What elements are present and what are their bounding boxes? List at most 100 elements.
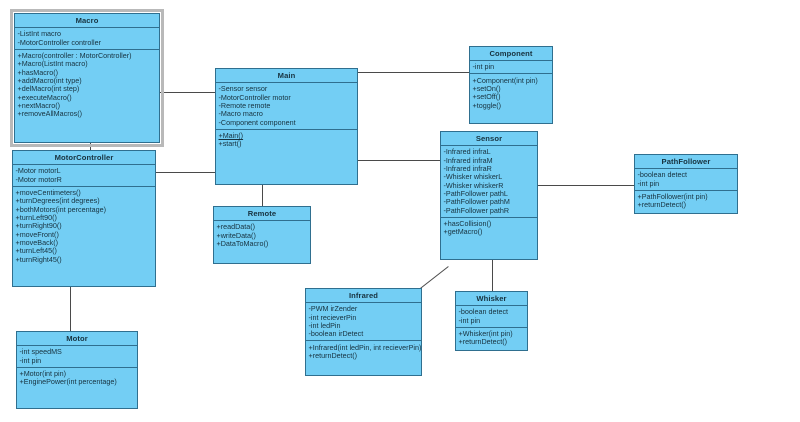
class-title-macro: Macro bbox=[15, 14, 159, 28]
operation-row: +Whisker(int pin) bbox=[458, 329, 513, 339]
class-box-sensor[interactable]: Sensor -Infrared infraL -Infrared infraM… bbox=[440, 131, 538, 260]
class-attributes-infrared: -PWM irZender -int recieverPin -int ledP… bbox=[306, 303, 421, 342]
class-title-infrared: Infrared bbox=[306, 289, 421, 303]
operation-row: +toggle() bbox=[472, 100, 502, 110]
attribute-row: -Motor motorR bbox=[15, 174, 62, 184]
attribute-row: -Sensor sensor bbox=[218, 84, 268, 94]
attribute-row: -int pin bbox=[637, 178, 660, 188]
attribute-row: -Remote remote bbox=[218, 101, 271, 111]
class-attributes-pathfollower: -boolean detect -int pin bbox=[635, 169, 737, 191]
operation-row: +delMacro(int step) bbox=[17, 84, 80, 94]
class-operations-pathfollower: +PathFollower(int pin) +returnDetect() bbox=[635, 191, 737, 212]
attribute-row: -MotorController motor bbox=[218, 92, 291, 102]
operation-row: +moveFront() bbox=[15, 229, 59, 239]
class-attributes-motor: -int speedMS -int pin bbox=[17, 346, 137, 368]
attribute-row: -int speedMS bbox=[19, 347, 62, 357]
class-title-remote: Remote bbox=[214, 207, 310, 221]
attribute-row: -Macro macro bbox=[218, 109, 263, 119]
class-box-whisker[interactable]: Whisker -boolean detect -int pin +Whiske… bbox=[455, 291, 528, 351]
operation-row: +start() bbox=[218, 139, 242, 149]
operation-row: +setOff() bbox=[472, 92, 501, 102]
class-operations-remote: +readData() +writeData() +DataToMacro() bbox=[214, 221, 310, 250]
operation-row: +nextMacro() bbox=[17, 101, 61, 111]
class-attributes-macro: -ListInt macro -MotorController controll… bbox=[15, 28, 159, 50]
class-operations-main: +Main() +start() bbox=[216, 130, 357, 151]
class-operations-sensor: +hasCollision() +getMacro() bbox=[441, 218, 537, 239]
attribute-row: -int pin bbox=[458, 315, 481, 325]
operation-row: +addMacro(int type) bbox=[17, 76, 82, 86]
operation-row: +DataToMacro() bbox=[216, 239, 269, 249]
operation-row: +Macro(ListInt macro) bbox=[17, 59, 88, 69]
attribute-row: -PathFollower pathR bbox=[443, 205, 510, 215]
class-operations-motorcontroller: +moveCentimeters() +turnDegrees(int degr… bbox=[13, 187, 155, 266]
class-box-pathfollower[interactable]: PathFollower -boolean detect -int pin +P… bbox=[634, 154, 738, 214]
class-attributes-motorcontroller: -Motor motorL -Motor motorR bbox=[13, 165, 155, 187]
class-operations-component: +Component(int pin) +setOn() +setOff() +… bbox=[470, 74, 552, 111]
operation-row: +writeData() bbox=[216, 230, 256, 240]
operation-row: +hasCollision() bbox=[443, 219, 492, 229]
attribute-row: -Infrared infraR bbox=[443, 164, 492, 174]
class-title-motorcontroller: MotorController bbox=[13, 151, 155, 165]
class-title-sensor: Sensor bbox=[441, 132, 537, 146]
operation-row: +turnDegrees(int degrees) bbox=[15, 196, 100, 206]
operation-row: +turnRight45() bbox=[15, 254, 62, 264]
class-title-pathfollower: PathFollower bbox=[635, 155, 737, 169]
attribute-row: -Component component bbox=[218, 117, 296, 127]
attribute-row: -PathFollower pathL bbox=[443, 189, 508, 199]
operation-row: +EnginePower(int percentage) bbox=[19, 377, 117, 387]
class-operations-motor: +Motor(int pin) +EnginePower(int percent… bbox=[17, 368, 137, 389]
class-title-whisker: Whisker bbox=[456, 292, 527, 306]
class-title-component: Component bbox=[470, 47, 552, 61]
link-main-component bbox=[358, 72, 470, 73]
class-box-component[interactable]: Component -int pin +Component(int pin) +… bbox=[469, 46, 553, 124]
operation-row: +Infrared(int ledPin, int recieverPin) bbox=[308, 342, 422, 352]
operation-row: +returnDetect() bbox=[637, 200, 687, 210]
class-box-motorcontroller[interactable]: MotorController -Motor motorL -Motor mot… bbox=[12, 150, 156, 287]
attribute-row: -MotorController controller bbox=[17, 37, 101, 47]
class-operations-macro: +Macro(controller : MotorController) +Ma… bbox=[15, 50, 159, 121]
operation-row: +executeMacro() bbox=[17, 92, 72, 102]
operation-row: +setOn() bbox=[472, 84, 501, 94]
attribute-row: -int recieverPin bbox=[308, 312, 357, 322]
class-title-motor: Motor bbox=[17, 332, 137, 346]
link-main-remote bbox=[262, 185, 263, 207]
link-motorcontroller-motor bbox=[70, 287, 71, 332]
operation-row: +turnRight90() bbox=[15, 221, 62, 231]
attribute-row: -ListInt macro bbox=[17, 29, 62, 39]
operation-row: +getMacro() bbox=[443, 227, 483, 237]
attribute-row: -int pin bbox=[472, 62, 495, 72]
class-operations-infrared: +Infrared(int ledPin, int recieverPin) +… bbox=[306, 341, 422, 362]
attribute-row: -boolean detect bbox=[637, 170, 688, 180]
operation-row: +moveCentimeters() bbox=[15, 188, 81, 198]
operation-row: +moveBack() bbox=[15, 238, 59, 248]
operation-row: +Macro(controller : MotorController) bbox=[17, 51, 132, 61]
class-attributes-whisker: -boolean detect -int pin bbox=[456, 306, 527, 328]
attribute-row: -boolean detect bbox=[458, 307, 509, 317]
class-box-main[interactable]: Main -Sensor sensor -MotorController mot… bbox=[215, 68, 358, 185]
operation-row: +Component(int pin) bbox=[472, 75, 538, 85]
link-motorcontroller-main bbox=[156, 172, 215, 173]
operation-row: +readData() bbox=[216, 222, 256, 232]
operation-row: +Motor(int pin) bbox=[19, 369, 67, 379]
attribute-row: -Infrared infraM bbox=[443, 155, 493, 165]
attribute-row: -int pin bbox=[19, 355, 42, 365]
attribute-row: -Whisker whiskerR bbox=[443, 180, 504, 190]
class-attributes-sensor: -Infrared infraL -Infrared infraM -Infra… bbox=[441, 146, 537, 218]
operation-row: +PathFollower(int pin) bbox=[637, 192, 708, 202]
link-sensor-whisker bbox=[492, 260, 493, 291]
class-box-macro[interactable]: Macro -ListInt macro -MotorController co… bbox=[10, 9, 164, 147]
class-box-infrared[interactable]: Infrared -PWM irZender -int recieverPin … bbox=[305, 288, 422, 376]
class-attributes-component: -int pin bbox=[470, 61, 552, 75]
attribute-row: -int ledPin bbox=[308, 321, 341, 331]
attribute-row: -Whisker whiskerL bbox=[443, 172, 503, 182]
class-box-motor[interactable]: Motor -int speedMS -int pin +Motor(int p… bbox=[16, 331, 138, 409]
operation-row: +turnLeft90() bbox=[15, 213, 57, 223]
operation-row: +hasMacro() bbox=[17, 67, 59, 77]
operation-row: +returnDetect() bbox=[458, 337, 508, 347]
class-operations-whisker: +Whisker(int pin) +returnDetect() bbox=[456, 328, 527, 349]
operation-row: +removeAllMacros() bbox=[17, 109, 83, 119]
class-title-main: Main bbox=[216, 69, 357, 83]
class-box-remote[interactable]: Remote +readData() +writeData() +DataToM… bbox=[213, 206, 311, 264]
attribute-row: -PathFollower pathM bbox=[443, 197, 510, 207]
